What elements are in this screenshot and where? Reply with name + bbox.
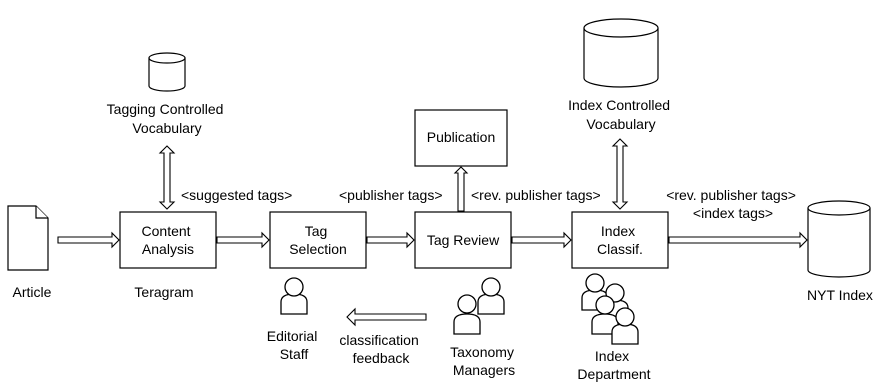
arrow-to-publication — [453, 166, 469, 212]
taxonomy-managers-label: Taxonomy Managers — [450, 344, 518, 378]
arrow-selection-to-review — [366, 231, 415, 249]
double-arrow-tagging — [158, 145, 176, 210]
tagging-vocabulary-label: Tagging Controlled Vocabulary — [107, 101, 228, 136]
rev-publisher-tags-label: <rev. publisher tags> — [471, 187, 601, 203]
content-analysis-box — [119, 211, 217, 269]
suggested-tags-label: <suggested tags> — [181, 187, 292, 203]
tag-review-box — [414, 211, 512, 269]
editorial-staff-label: Editorial Staff — [267, 328, 321, 362]
arrow-review-to-classif — [511, 231, 572, 249]
tag-selection-label: Tag Selection — [289, 223, 347, 257]
arrow-content-to-selection — [216, 231, 270, 249]
article-document-icon — [7, 205, 49, 271]
nyt-index-label: NYT Index — [807, 287, 873, 303]
classification-feedback-label: classification feedback — [339, 332, 422, 366]
arrow-classif-to-nyt — [668, 231, 808, 249]
classification-feedback-arrow — [346, 307, 427, 327]
publisher-tags-label: <publisher tags> — [339, 187, 443, 203]
editorial-staff-person-icon — [280, 277, 308, 315]
tag-review-label: Tag Review — [427, 232, 500, 248]
nyt-index-database — [807, 200, 871, 278]
article-label: Article — [13, 284, 52, 300]
index-classif-label: Index Classif. — [597, 223, 643, 257]
index-vocabulary-label: Index Controlled Vocabulary — [568, 97, 674, 132]
teragram-label: Teragram — [134, 284, 193, 300]
tag-selection-box — [269, 211, 367, 269]
index-vocabulary-database — [583, 18, 659, 88]
index-department-people-icon — [581, 273, 639, 345]
index-department-label: Index Department — [577, 348, 650, 382]
content-analysis-label: Content Analysis — [142, 223, 195, 257]
publication-label: Publication — [427, 129, 496, 145]
double-arrow-index — [611, 138, 629, 210]
publication-box — [414, 109, 508, 167]
index-classif-box — [571, 211, 669, 269]
taxonomy-managers-people-icon — [453, 277, 505, 335]
tagging-vocabulary-database — [148, 52, 186, 92]
nyt-tags-label: <rev. publisher tags> <index tags> — [666, 187, 800, 221]
arrow-article-to-content — [57, 231, 120, 249]
